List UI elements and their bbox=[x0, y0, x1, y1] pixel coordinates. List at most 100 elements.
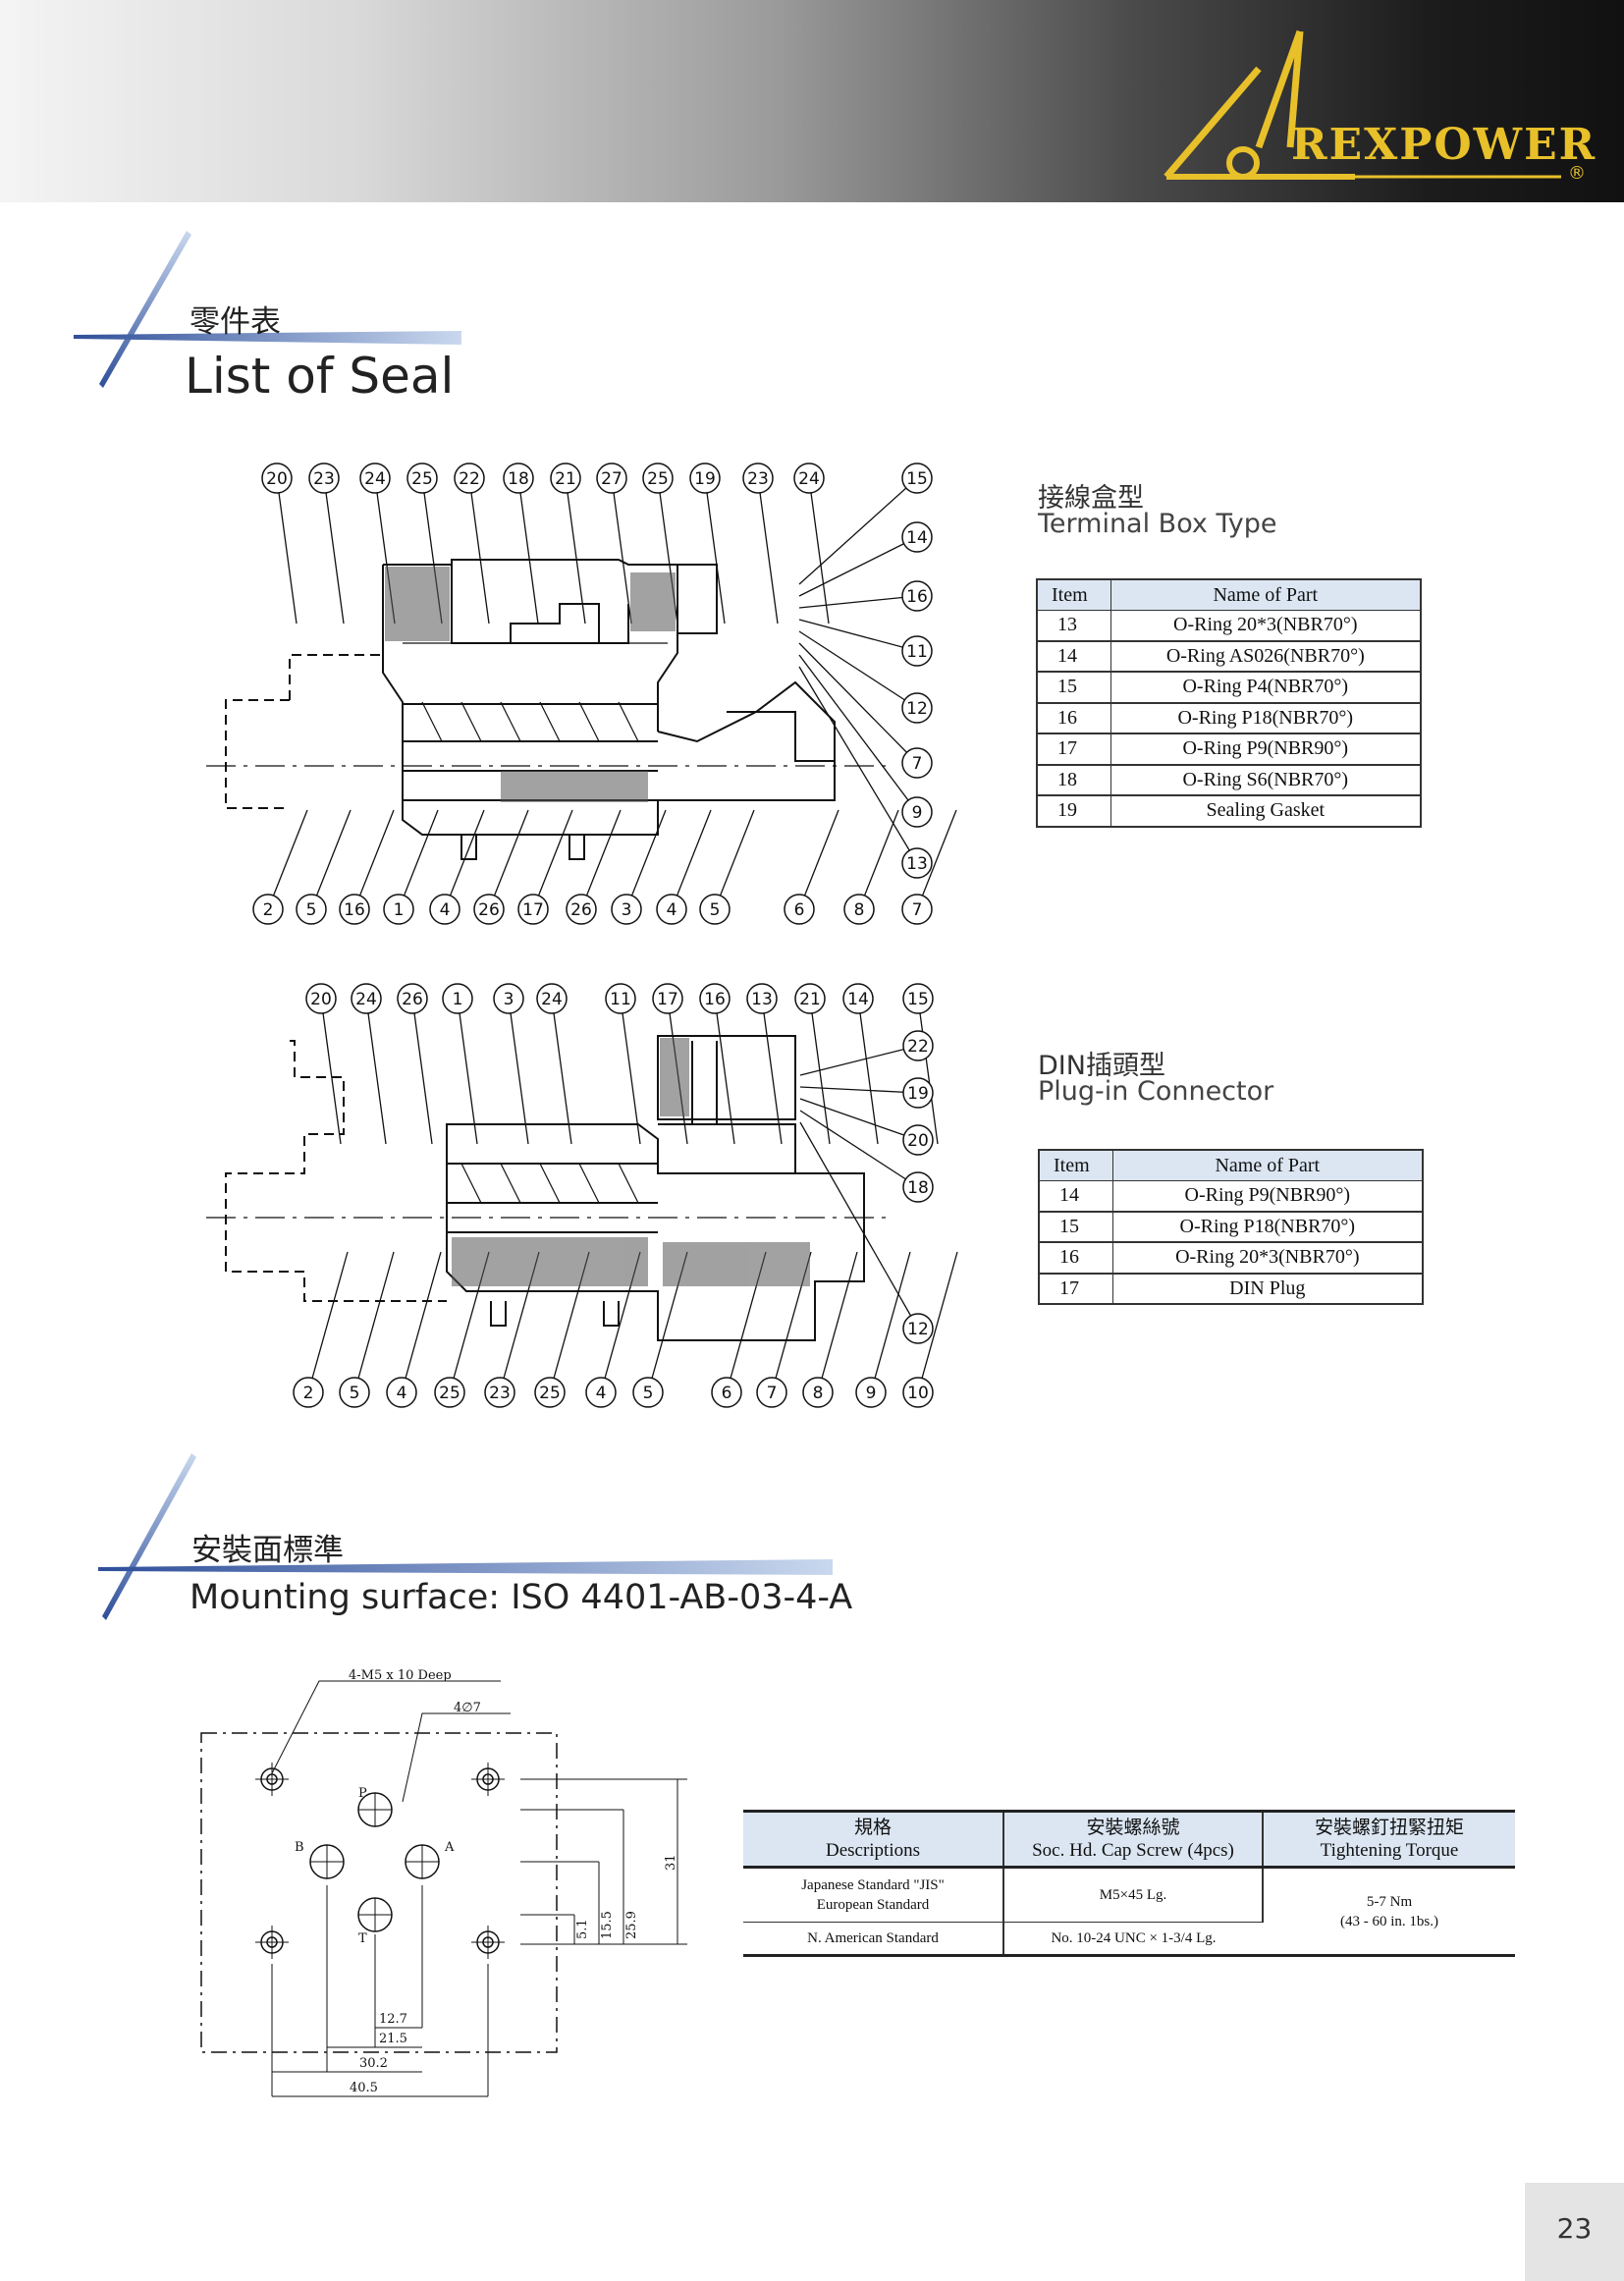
dim-31: 31 bbox=[664, 1854, 678, 1871]
leader-line bbox=[307, 1251, 349, 1393]
part-balloon-label: 25 bbox=[539, 1384, 561, 1403]
part-balloon bbox=[756, 1377, 787, 1408]
part-balloon-label: 2 bbox=[303, 1384, 314, 1403]
leader-line bbox=[457, 998, 478, 1145]
part-balloon bbox=[901, 847, 933, 879]
leader-line bbox=[310, 809, 352, 910]
part-balloon-label: 9 bbox=[866, 1384, 877, 1403]
part-balloon bbox=[902, 1313, 934, 1344]
section-heading-decoration bbox=[98, 1453, 833, 1620]
part-balloon bbox=[793, 462, 825, 494]
part-balloon-label: 5 bbox=[710, 900, 721, 920]
part-balloon-label: 2 bbox=[263, 900, 274, 920]
part-balloon-label: 7 bbox=[767, 1384, 778, 1403]
header-zh: 規格 bbox=[853, 1818, 892, 1838]
column-header-item: Item bbox=[1038, 1149, 1113, 1181]
part-name: O-Ring P18(NBR70°) bbox=[1110, 702, 1422, 734]
leader-line bbox=[353, 809, 395, 910]
part-balloon bbox=[902, 1030, 934, 1061]
leader-line bbox=[611, 477, 632, 625]
part-balloon bbox=[261, 462, 293, 494]
part-balloon bbox=[386, 1377, 417, 1408]
dim-12-7: 12.7 bbox=[379, 2012, 407, 2027]
port-t-label: T bbox=[358, 1931, 367, 1946]
part-balloon-label: 4 bbox=[667, 900, 677, 920]
part-name: O-Ring P18(NBR70°) bbox=[1111, 1211, 1424, 1243]
torque-metric: 5-7 Nm bbox=[1366, 1893, 1413, 1910]
part-balloon bbox=[596, 462, 627, 494]
leader-line bbox=[411, 998, 433, 1145]
part-balloon-label: 1 bbox=[453, 990, 463, 1009]
part-balloon bbox=[656, 894, 687, 925]
part-balloon bbox=[454, 462, 485, 494]
item-number: 14 bbox=[1038, 1180, 1113, 1213]
part-balloon bbox=[536, 983, 568, 1014]
part-balloon-label: 20 bbox=[266, 469, 288, 489]
leader-line bbox=[798, 630, 918, 709]
item-number: 16 bbox=[1038, 1242, 1113, 1275]
leader-line bbox=[798, 536, 918, 597]
part-balloon-label: 6 bbox=[794, 900, 805, 920]
part-balloon bbox=[794, 983, 826, 1014]
dim-40-5: 40.5 bbox=[350, 2081, 378, 2095]
part-balloon-label: 18 bbox=[508, 469, 529, 489]
part-balloon-label: 17 bbox=[522, 900, 544, 920]
section-title-en: Mounting surface: ISO 4401-AB-03-4-A bbox=[189, 1578, 853, 1617]
part-balloon-label: 17 bbox=[657, 990, 678, 1009]
part-balloon bbox=[902, 983, 934, 1014]
part-name: O-Ring AS026(NBR70°) bbox=[1110, 640, 1422, 673]
torque-cell: 5-7 Nm (43 - 60 in. 1bs.) bbox=[1263, 1868, 1515, 1956]
part-balloon bbox=[802, 1377, 834, 1408]
part-balloon-label: 7 bbox=[912, 754, 923, 774]
part-balloon bbox=[611, 894, 642, 925]
part-balloon-label: 4 bbox=[397, 1384, 407, 1403]
item-number: 16 bbox=[1036, 702, 1111, 734]
leader-line bbox=[401, 1251, 442, 1393]
brand-registered-mark: ® bbox=[1568, 163, 1586, 184]
part-balloon-label: 13 bbox=[751, 990, 773, 1009]
header-en: Descriptions bbox=[825, 1840, 921, 1861]
part-balloon bbox=[605, 983, 636, 1014]
part-balloon bbox=[902, 1124, 934, 1156]
part-balloon bbox=[901, 580, 933, 612]
standard-name: Japanese Standard "JIS" bbox=[801, 1877, 945, 1893]
leader-line bbox=[757, 477, 779, 625]
part-balloon bbox=[252, 894, 284, 925]
leader-line bbox=[798, 595, 918, 609]
leader-line bbox=[799, 1121, 919, 1330]
part-balloon bbox=[493, 983, 524, 1014]
part-balloon-label: 6 bbox=[722, 1384, 732, 1403]
part-balloon-label: 11 bbox=[906, 642, 928, 662]
leader-line bbox=[917, 998, 939, 1145]
leader-line bbox=[323, 477, 345, 625]
part-balloon-label: 9 bbox=[912, 803, 923, 823]
part-balloon-label: 8 bbox=[813, 1384, 824, 1403]
leader-line bbox=[565, 477, 586, 625]
part-balloon-label: 26 bbox=[570, 900, 592, 920]
part-balloon-label: 8 bbox=[854, 900, 865, 920]
part-balloon-label: 13 bbox=[906, 854, 928, 874]
part-balloon-label: 15 bbox=[907, 990, 929, 1009]
standard-name: European Standard bbox=[816, 1897, 930, 1913]
part-balloon-label: 19 bbox=[907, 1084, 929, 1104]
item-number: 14 bbox=[1036, 640, 1111, 673]
leader-line bbox=[870, 1251, 911, 1393]
part-balloon bbox=[434, 1377, 465, 1408]
section-title-en: List of Seal bbox=[185, 348, 455, 405]
part-balloon bbox=[442, 983, 473, 1014]
part-balloon-label: 1 bbox=[394, 900, 405, 920]
leader-line bbox=[488, 809, 529, 910]
port-p-label: P bbox=[358, 1786, 367, 1801]
torque-imperial: (43 - 60 in. 1bs.) bbox=[1340, 1913, 1438, 1929]
part-balloon bbox=[632, 1377, 664, 1408]
leader-line bbox=[857, 998, 879, 1145]
item-number: 17 bbox=[1038, 1273, 1113, 1305]
part-balloon-label: 26 bbox=[402, 990, 423, 1009]
part-balloon bbox=[359, 462, 391, 494]
part-balloon bbox=[746, 983, 778, 1014]
